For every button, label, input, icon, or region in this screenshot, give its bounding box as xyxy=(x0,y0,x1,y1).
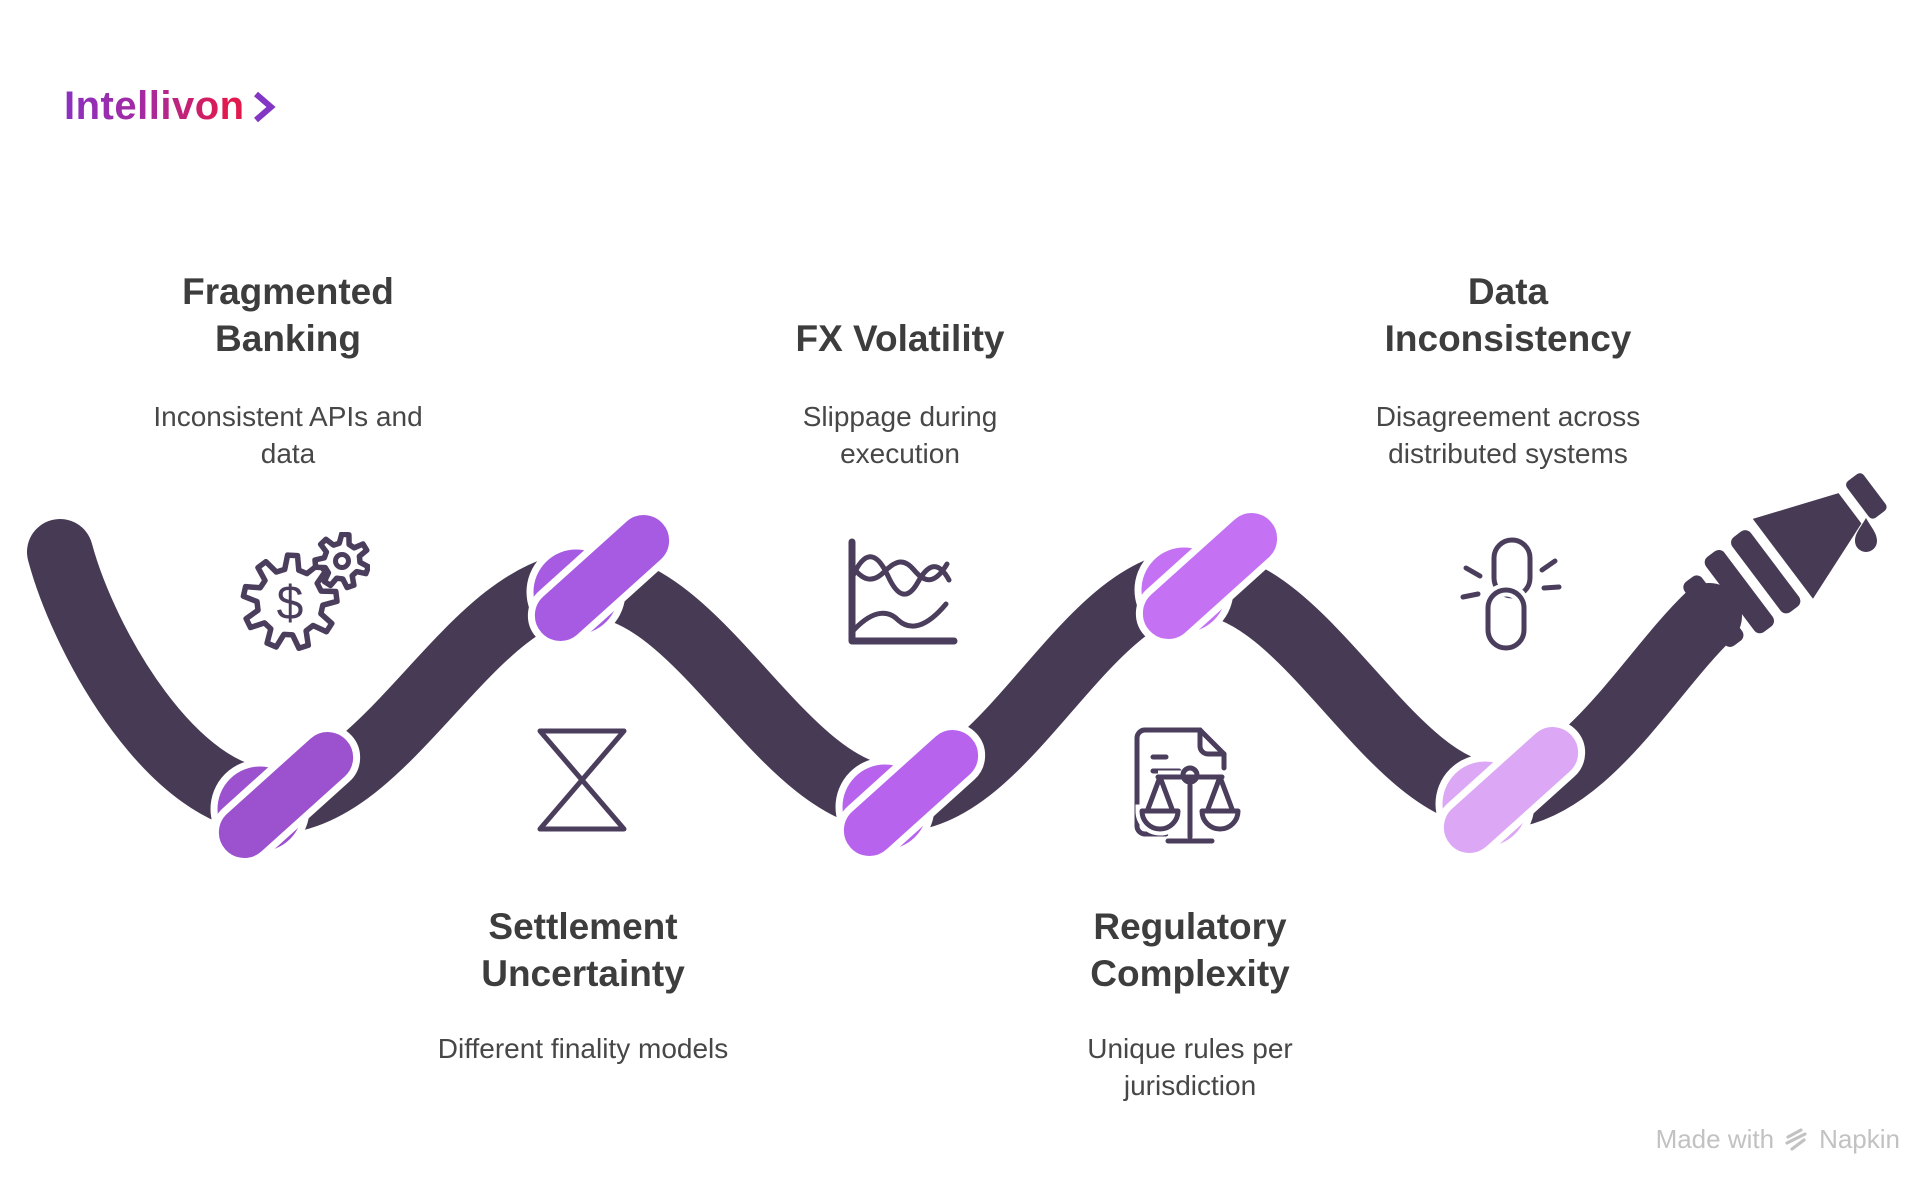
document-scales-icon xyxy=(1134,727,1245,848)
footer-made-with: Made with xyxy=(1655,1124,1775,1154)
hourglass-icon xyxy=(537,728,627,832)
section-title-fx-volatility: FX Volatility xyxy=(795,318,1005,359)
dollar-glyph: $ xyxy=(277,577,304,630)
nozzle-icon xyxy=(1683,473,1887,647)
brand-logo: Intellivon xyxy=(64,84,276,129)
knot-icon-4 xyxy=(1134,506,1285,646)
section-title-regulatory-complexity: Regulatory Complexity xyxy=(1090,906,1290,994)
line-chart-icon xyxy=(848,538,958,645)
broken-chain-icon xyxy=(1460,537,1562,654)
section-title-data-inconsistency: Data Inconsistency xyxy=(1384,271,1632,359)
knot-icon-5 xyxy=(1435,720,1586,860)
knot-icon-1 xyxy=(210,725,361,865)
section-subtitle-fx-volatility: Slippage during execution xyxy=(802,401,998,469)
knot-icon-2 xyxy=(526,508,677,648)
section-title-fragmented-banking: Fragmented Banking xyxy=(182,271,394,359)
chevron-right-icon xyxy=(253,91,276,122)
napkin-logo-icon xyxy=(1785,1127,1807,1151)
scales-part xyxy=(1139,765,1241,844)
section-title-settlement-uncertainty: Settlement Uncertainty xyxy=(481,906,685,994)
section-subtitle-regulatory-complexity: Unique rules per jurisdiction xyxy=(1087,1033,1293,1101)
gears-dollar-icon: $ xyxy=(240,532,370,651)
section-subtitle-settlement-uncertainty: Different finality models xyxy=(437,1033,729,1064)
knot-icon-3 xyxy=(835,723,986,863)
footer-brand: Napkin xyxy=(1819,1124,1900,1154)
section-subtitle-data-inconsistency: Disagreement across distributed systems xyxy=(1375,401,1641,469)
brand-logo-text: Intellivon xyxy=(64,84,245,128)
section-subtitle-fragmented-banking: Inconsistent APIs and data xyxy=(153,401,423,469)
footer: Made with Napkin xyxy=(1656,1124,1900,1155)
droplet-icon xyxy=(1855,518,1877,552)
